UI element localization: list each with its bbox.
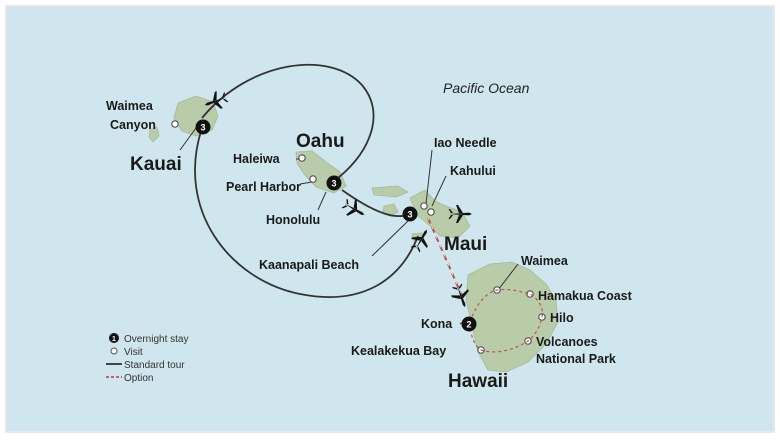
option-route-inner — [427, 217, 463, 297]
visit-kahului — [427, 208, 435, 216]
legend-visit-symbol — [110, 347, 118, 355]
visit-markers — [171, 120, 546, 354]
leader-pearl-harbor — [299, 181, 313, 185]
overnight-oahu-count: 3 — [331, 179, 336, 189]
lanai-island — [382, 203, 399, 217]
leader-iao-needle — [425, 149, 433, 205]
island-label-hawaii: Hawaii — [448, 371, 508, 392]
airplane-icon — [410, 229, 428, 253]
visit-pearl-harbor — [309, 175, 317, 183]
legend-overnight-label: Overnight stay — [124, 334, 188, 345]
leader-lines — [179, 127, 519, 325]
legend-overnight-symbol — [109, 333, 119, 343]
place-label-hilo: Hilo — [550, 311, 574, 325]
overnight-oahu-marker — [326, 175, 342, 191]
leader-honolulu — [317, 191, 327, 211]
overnight-markers: 3 3 3 2 — [195, 119, 477, 332]
leader-kaanapali — [371, 219, 410, 257]
place-label-waimea-canyon-2: Canyon — [110, 118, 156, 132]
place-label-kona: Kona — [421, 317, 453, 331]
overnight-kona-count: 2 — [466, 320, 471, 330]
leader-waimea — [497, 263, 519, 291]
map-legend: 1 Overnight stay Visit Standard tour Opt… — [106, 333, 188, 384]
overnight-kauai-marker — [195, 119, 211, 135]
place-label-iao-needle: Iao Needle — [434, 136, 497, 150]
visit-iao-needle — [420, 202, 428, 210]
airplane-icons — [204, 91, 472, 308]
route-kauai-to-maui — [194, 127, 419, 298]
place-label-volcanoes-1: Volcanoes — [536, 335, 598, 349]
hawaii-island-tour — [469, 288, 544, 353]
place-label-waimea-canyon-1: Waimea — [106, 99, 154, 113]
leader-kahului — [431, 175, 447, 207]
place-label-hamakua-coast: Hamakua Coast — [538, 289, 633, 303]
legend-option-label: Option — [124, 373, 153, 384]
overnight-kauai-count: 3 — [200, 123, 205, 133]
legend-standard-tour-label: Standard tour — [124, 360, 185, 371]
ocean-label: Pacific Ocean — [443, 80, 530, 96]
airplane-icon — [204, 91, 229, 109]
legend-overnight-symbol-number: 1 — [112, 336, 116, 343]
airplane-icon — [448, 205, 472, 223]
route-loop-kauai-oahu — [201, 63, 375, 179]
island-label-maui: Maui — [444, 234, 487, 255]
islands-group — [148, 95, 559, 373]
airplane-icon — [341, 198, 365, 216]
overnight-maui-count: 3 — [407, 210, 412, 220]
niihau-island — [148, 126, 160, 143]
ocean-background — [6, 6, 774, 432]
airplane-icon — [451, 283, 469, 308]
visit-haleiwa — [298, 154, 306, 162]
overnight-maui-marker — [402, 206, 418, 222]
molokai-island — [371, 185, 409, 198]
place-label-kahului: Kahului — [450, 164, 496, 178]
visit-waimea-canyon — [171, 120, 179, 128]
place-label-kaanapali-beach: Kaanapali Beach — [259, 258, 359, 272]
place-label-haleiwa: Haleiwa — [233, 152, 281, 166]
place-label-waimea: Waimea — [521, 254, 569, 268]
leader-kauai — [179, 127, 197, 151]
maui-island — [409, 189, 471, 239]
overnight-kona-marker — [461, 316, 477, 332]
island-label-oahu: Oahu — [296, 131, 345, 152]
place-label-honolulu: Honolulu — [266, 213, 320, 227]
map-frame — [5, 5, 775, 433]
legend-visit-label: Visit — [124, 347, 143, 358]
place-label-pearl-harbor: Pearl Harbor — [226, 180, 301, 194]
place-label-kealakekua-bay: Kealakekua Bay — [351, 344, 446, 358]
place-label-volcanoes-2: National Park — [536, 352, 616, 366]
island-label-kauai: Kauai — [130, 154, 182, 175]
